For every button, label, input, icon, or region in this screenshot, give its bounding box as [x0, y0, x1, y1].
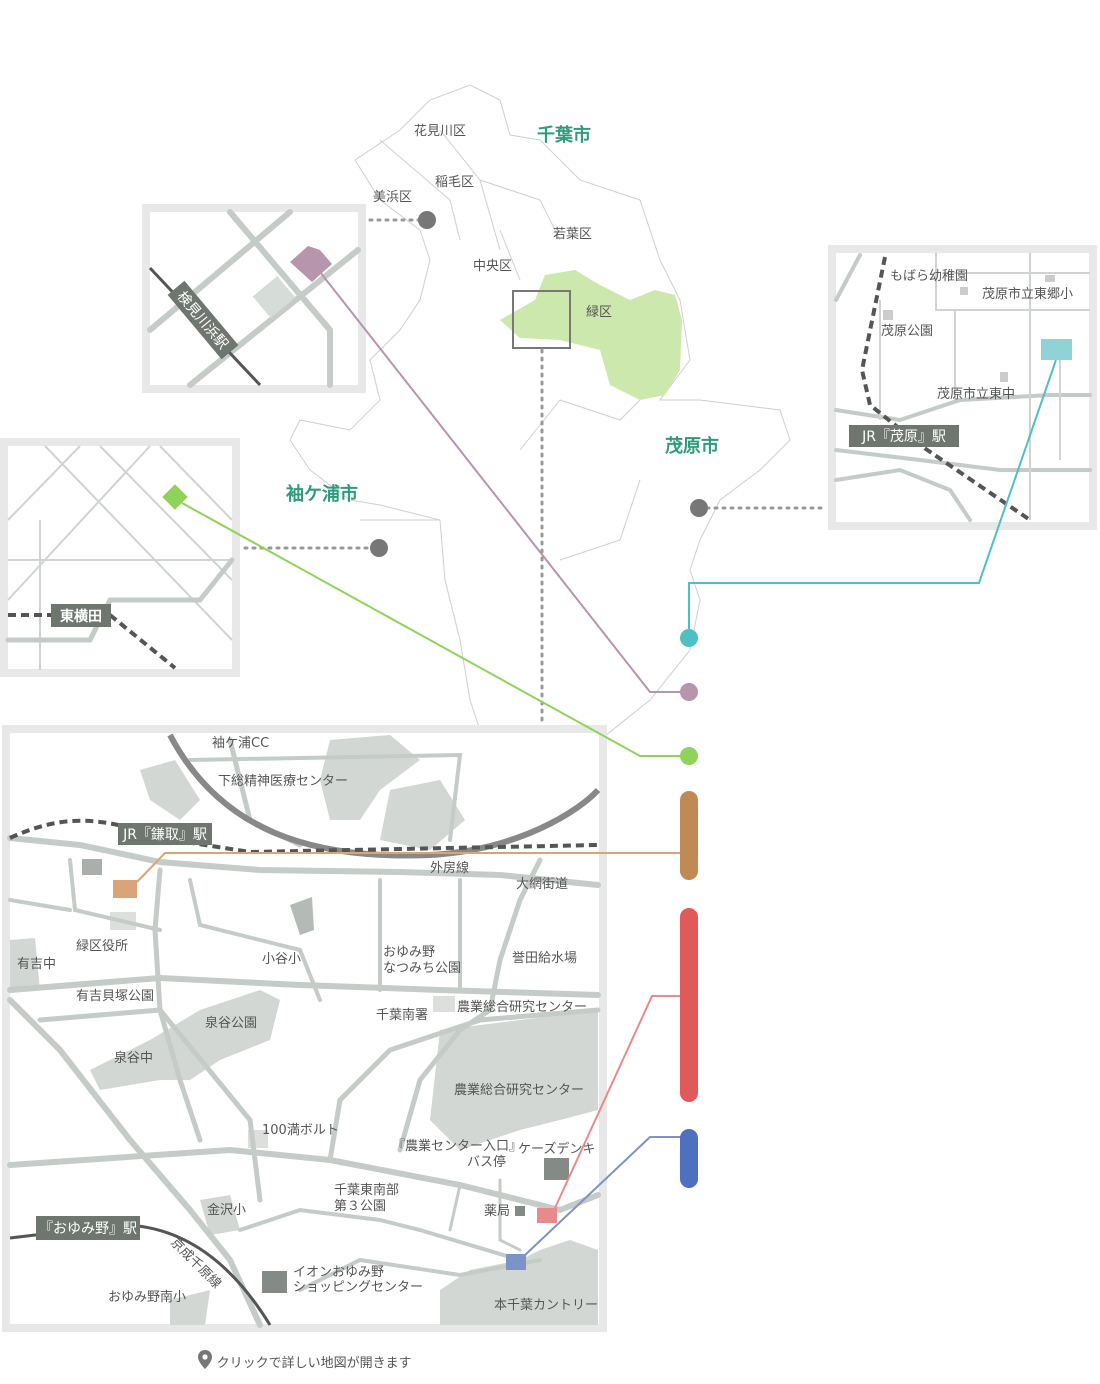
place-label: 茂原公園 — [881, 324, 933, 339]
expressway — [167, 733, 601, 859]
city-label-mobara: 茂原市 — [665, 435, 719, 457]
place-label: もばら幼稚園 — [890, 269, 968, 284]
place-label: 千葉南署 — [376, 1007, 428, 1023]
sotobo-line — [9, 818, 599, 855]
ward-label: 美浜区 — [373, 190, 412, 205]
mobara-location-dot[interactable] — [690, 499, 708, 517]
place-label: 小谷小 — [262, 952, 301, 967]
midori-inset-roads — [7, 737, 601, 1328]
blue-bar[interactable] — [680, 1129, 698, 1188]
place-label: 第３公園 — [334, 1199, 386, 1214]
leader-lines — [136, 271, 1057, 1257]
higashiyokota-marker[interactable] — [162, 484, 188, 510]
place-label: 茂原市立東中 — [937, 386, 1015, 402]
place-label: 有吉中 — [17, 957, 56, 972]
place-label: 泉谷中 — [114, 1050, 153, 1066]
midori-ward-area[interactable] — [500, 270, 682, 400]
place-label: おゆみ野 — [383, 945, 435, 960]
place-label: バス停 — [467, 1154, 506, 1170]
place-label: 金沢小 — [207, 1202, 246, 1218]
place-label: ケーズデンキ — [518, 1141, 595, 1157]
place-label: 千葉東南部 — [334, 1182, 399, 1198]
ward-label: 若葉区 — [553, 226, 592, 242]
rail-label: 外房線 — [430, 860, 469, 876]
footer-hint: クリックで詳しい地図が開きます — [0, 1350, 610, 1373]
footer-text: クリックで詳しい地図が開きます — [216, 1356, 412, 1371]
midori-inset-locator — [512, 290, 571, 349]
place-label: 有吉貝塚公園 — [76, 989, 154, 1004]
inset-kemigawa[interactable]: 検見川浜駅 — [142, 204, 366, 393]
place-label: 農業総合研究センター — [457, 999, 587, 1015]
station-label: JR『茂原』駅 — [861, 428, 946, 445]
city-label-chiba: 千葉市 — [537, 124, 591, 146]
red-bar[interactable] — [680, 908, 698, 1102]
inset-higashiyokota[interactable]: 東横田 — [0, 438, 240, 677]
place-label: 誉田給水場 — [512, 951, 577, 966]
higashiyokota-location-dot[interactable] — [370, 539, 388, 557]
ward-label: 中央区 — [473, 259, 512, 274]
mobara-marker[interactable] — [1041, 339, 1072, 360]
place-label: 下総精神医療センター — [218, 774, 348, 789]
mobara-pin[interactable] — [680, 629, 698, 647]
kamatori-bar[interactable] — [680, 791, 698, 880]
station-label-oyumino: 『おゆみ野』駅 — [39, 1221, 137, 1237]
ward-label: 緑区 — [586, 305, 612, 320]
place-label: 農業総合研究センター — [454, 1082, 584, 1098]
ward-label: 稲毛区 — [435, 175, 474, 190]
place-label: 緑区役所 — [76, 939, 128, 954]
red-marker[interactable] — [537, 1208, 557, 1223]
place-label: 大網街道 — [516, 877, 568, 892]
place-label: 本千葉カントリー — [494, 1298, 598, 1313]
place-label: 『農業センター入口』 — [392, 1138, 522, 1154]
kemigawa-location-dot[interactable] — [418, 211, 436, 229]
kamatori-marker[interactable] — [113, 880, 137, 898]
place-label: 茂原市立東郷小 — [982, 286, 1073, 302]
station-label: 東横田 — [60, 608, 102, 625]
place-label: 袖ケ浦CC — [212, 736, 269, 751]
station-label-kamatori: JR『鎌取』駅 — [122, 827, 207, 843]
map-pin-icon — [198, 1350, 213, 1373]
place-label: 泉谷公園 — [205, 1015, 257, 1031]
inset-midori[interactable]: JR『鎌取』駅 『おゆみ野』駅 外房線 京成千原線 袖ケ浦CC 下総精神医療セン… — [2, 725, 607, 1332]
place-label: 100満ボルト — [262, 1123, 339, 1138]
blue-marker[interactable] — [506, 1254, 526, 1270]
higashiyokota-pin[interactable] — [680, 747, 698, 765]
ward-label: 花見川区 — [414, 123, 466, 139]
kemigawa-pin[interactable] — [680, 683, 698, 701]
place-labels: 袖ケ浦CC 下総精神医療センター 大網街道 緑区役所 有吉中 小谷小 おゆみ野 … — [17, 736, 598, 1313]
place-label: おゆみ野南小 — [108, 1289, 186, 1305]
place-label: イオンおゆみ野 — [293, 1265, 384, 1280]
place-label: 薬局 — [484, 1204, 510, 1219]
city-label-sodegaura: 袖ケ浦市 — [286, 483, 358, 505]
inset-mobara[interactable]: もばら幼稚園 茂原市立東郷小 茂原公園 茂原市立東中 JR『茂原』駅 — [828, 245, 1097, 530]
place-label: ショッピングセンター — [293, 1280, 423, 1295]
overview-map: 花見川区 稲毛区 美浜区 若葉区 中央区 緑区 千葉市 茂原市 袖ケ浦市 — [243, 84, 827, 791]
place-label: なつみち公園 — [383, 961, 461, 976]
